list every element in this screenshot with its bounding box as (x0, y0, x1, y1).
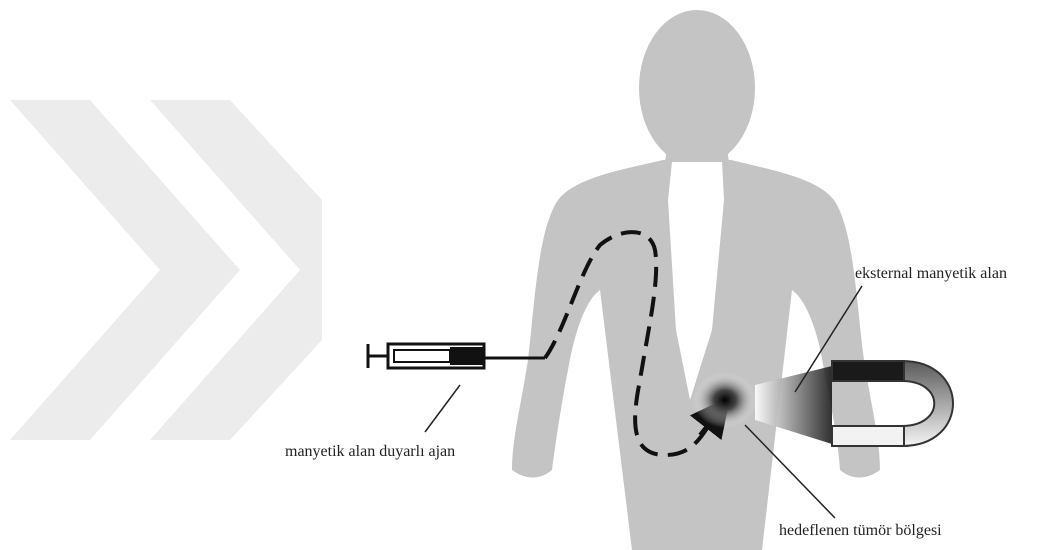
magnet-arc (902, 361, 953, 446)
syringe-fluid (450, 347, 484, 365)
watermark-chevron (10, 100, 322, 440)
label-agent: manyetik alan duyarlı ajan (285, 443, 455, 460)
syringe (368, 344, 545, 368)
tumor-spot (693, 372, 757, 428)
magnet-south-pole (832, 426, 904, 446)
syringe-inner-barrel (394, 350, 450, 362)
label-tumor: hedeflenen tümör bölgesi (779, 522, 942, 539)
leader-line-agent (425, 385, 460, 432)
magnet-north-pole (832, 361, 904, 381)
label-field: eksternal manyetik alan (855, 265, 1007, 282)
